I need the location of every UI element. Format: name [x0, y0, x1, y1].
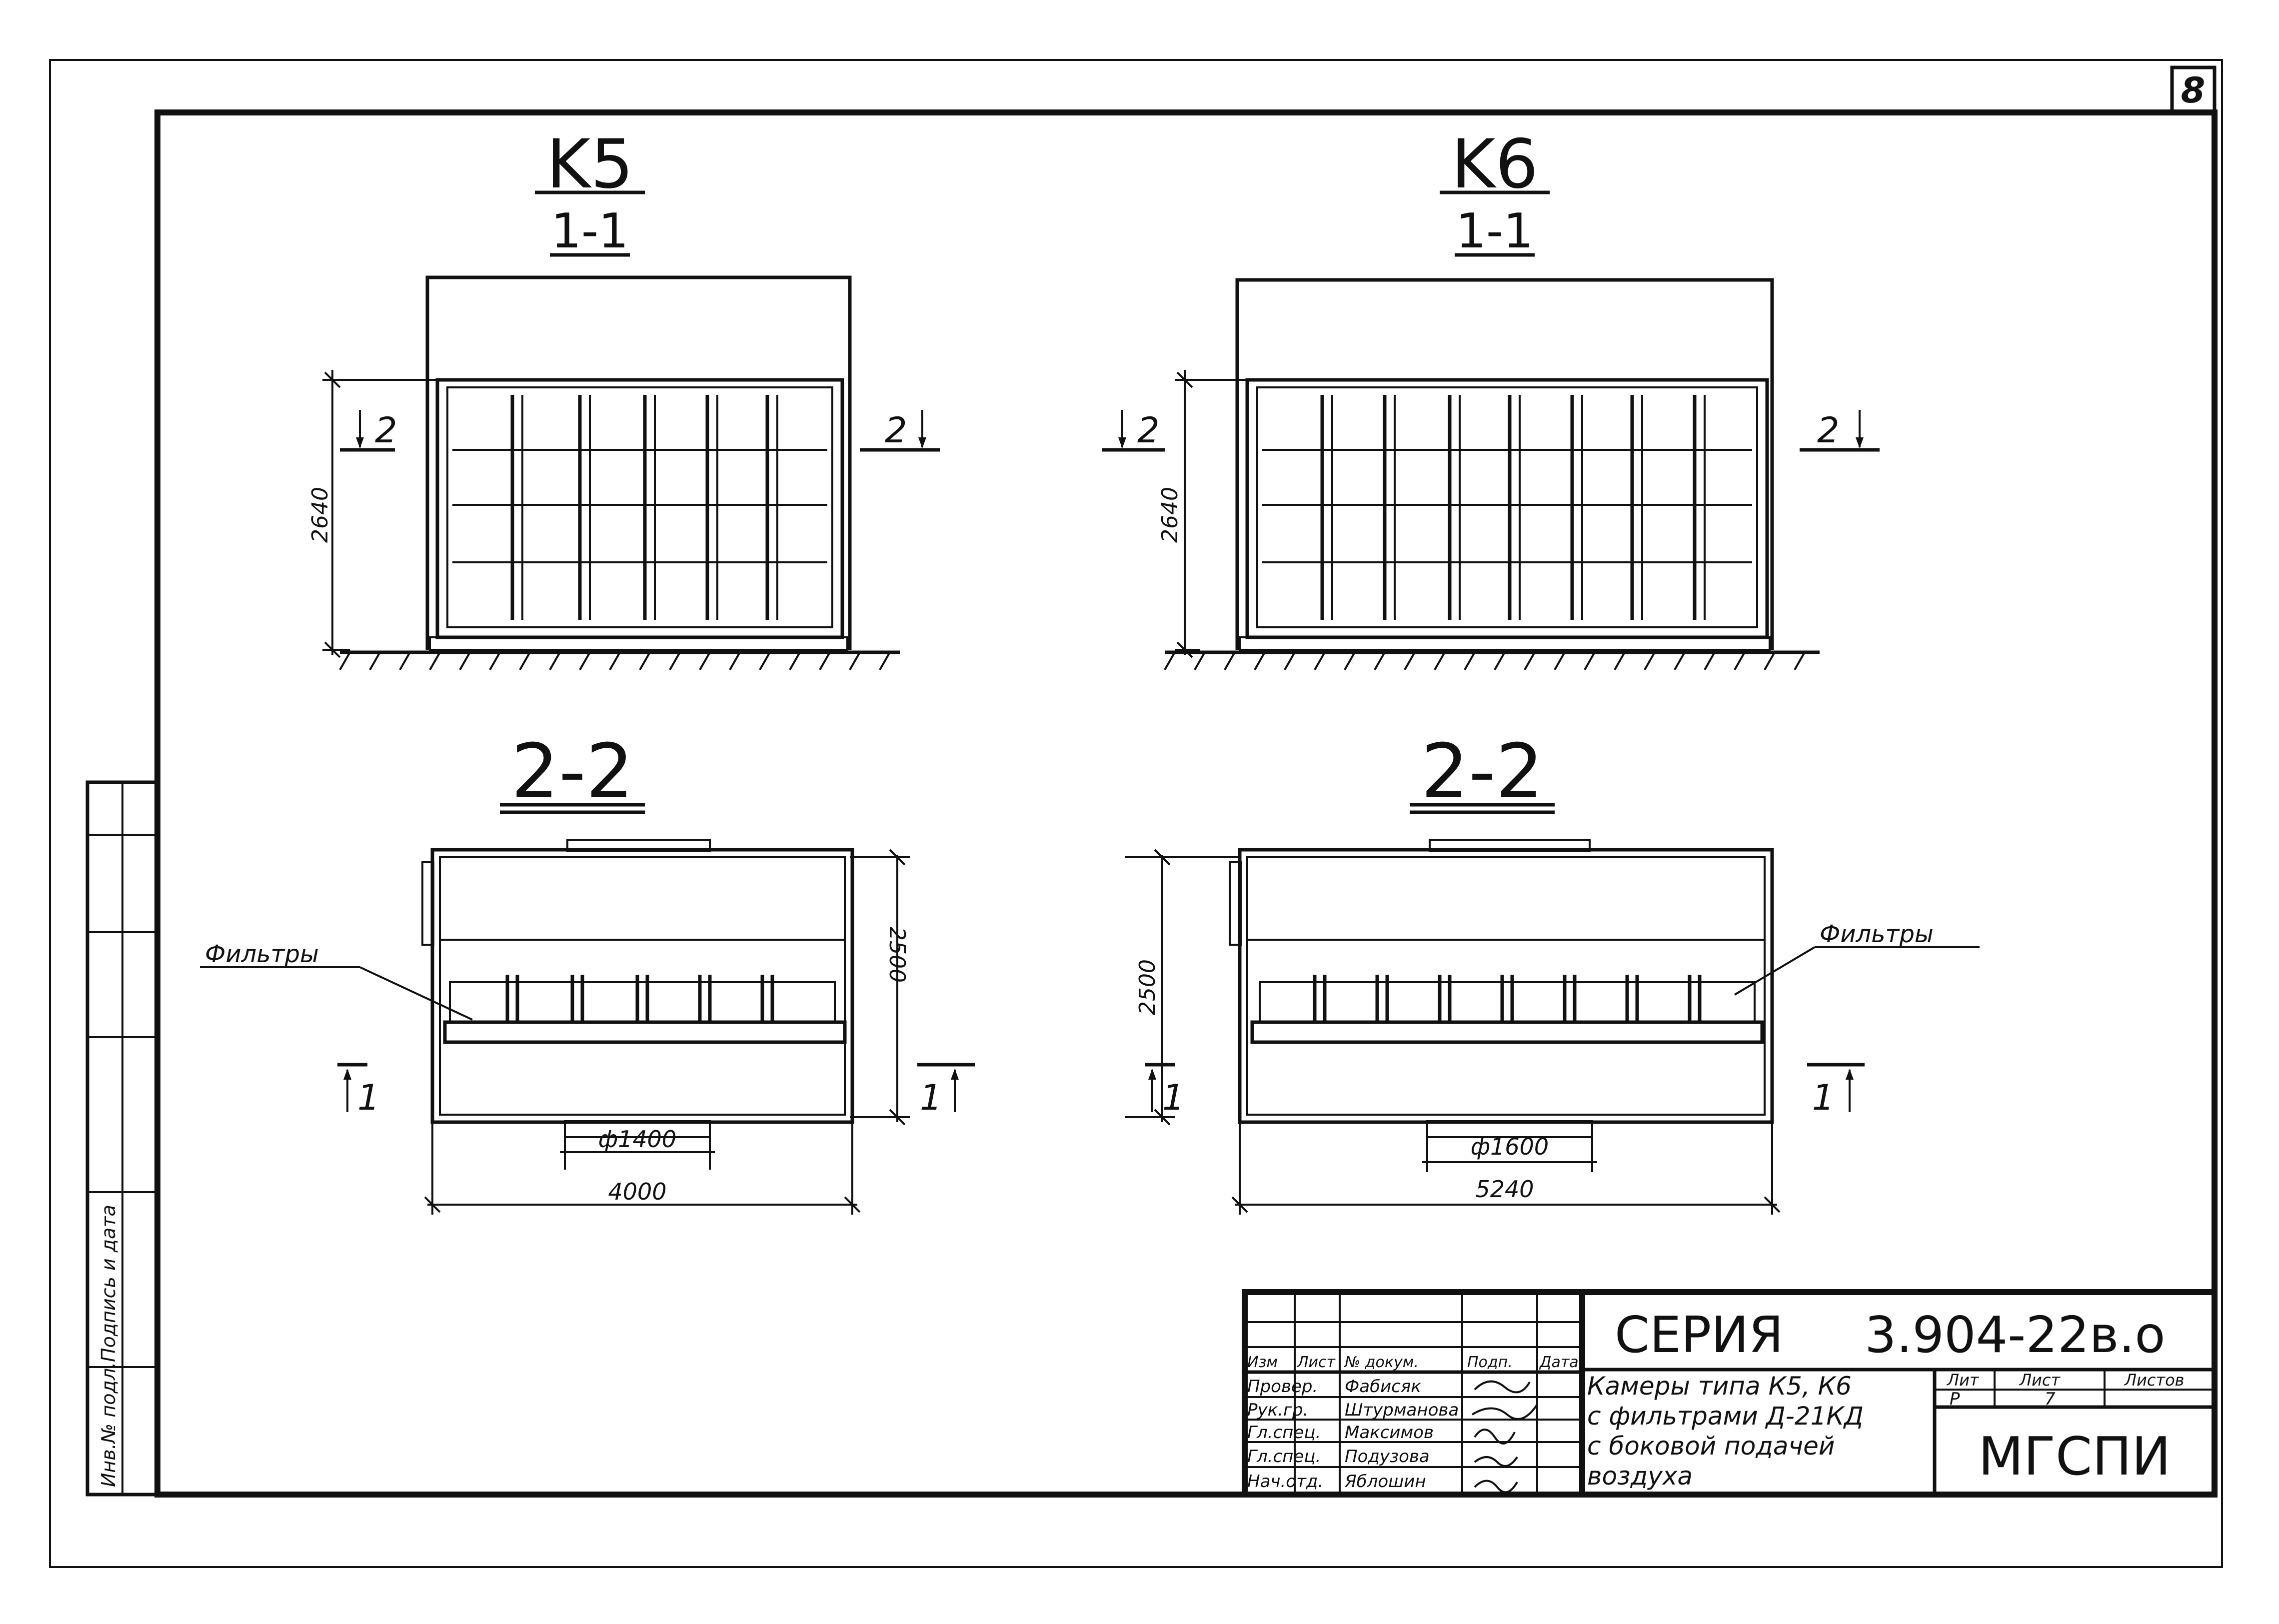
k5-elevation: K5 1-1 [307, 125, 940, 670]
k5-duct-dim: ф1400 [598, 1126, 676, 1153]
header-change: Изм [1247, 1354, 1278, 1371]
k5-plan: 2-2 Фильтры 2500 ф1400 [200, 728, 975, 1215]
k6-plan: 2-2 Фильтры 2500 ф1600 [1125, 728, 1980, 1215]
k5-title: K5 [546, 125, 633, 203]
left-strip: Инв.№ подл. Подпись и дата [85, 780, 159, 1497]
strip-signature-label: Подпись и дата [97, 1205, 119, 1362]
k6-depth-dim: 2500 [1135, 959, 1160, 1015]
k6-cut-2-right: 2 [1817, 410, 1840, 451]
k5-height-dim: 2640 [307, 487, 333, 543]
k6-plan-title: 2-2 [1421, 728, 1544, 815]
stage-header: Лит [1947, 1371, 1980, 1390]
header-sheet: Лист [1297, 1354, 1336, 1371]
sheet-header: Лист [2019, 1371, 2061, 1390]
k5-filters-label: Фильтры [205, 940, 319, 968]
sheets-header: Листов [2124, 1371, 2185, 1390]
k6-title: K6 [1451, 125, 1538, 203]
role-chief-spec-1: Гл.спец. [1247, 1423, 1321, 1443]
description-line-4: воздуха [1587, 1462, 1693, 1491]
series-label: СЕРИЯ [1615, 1306, 1784, 1364]
name-dept-head: Яблошин [1344, 1472, 1426, 1492]
k6-width-dim: 5240 [1475, 1176, 1534, 1203]
header-signature: Подп. [1467, 1354, 1513, 1371]
k6-cut-1-left: 1 [1162, 1077, 1185, 1118]
role-group-lead: Рук.гр. [1247, 1400, 1308, 1420]
k6-duct-dim: ф1600 [1471, 1133, 1549, 1160]
name-group-lead: Штурманова [1345, 1400, 1459, 1420]
role-dept-head: Нач.отд. [1247, 1472, 1323, 1492]
description-line-3: с боковой подачей [1587, 1432, 1835, 1461]
series-number: 3.904-22в.о [1865, 1306, 2166, 1364]
signature-marks [1471, 1380, 1538, 1494]
k5-depth-dim: 2500 [884, 927, 910, 983]
k6-filters-label: Фильтры [1820, 920, 1934, 948]
k5-cut-1-left: 1 [357, 1077, 380, 1118]
k6-height-dim: 2640 [1157, 487, 1183, 543]
strip-inventory-label: Инв.№ подл. [97, 1362, 119, 1487]
name-chief-spec-1: Максимов [1345, 1423, 1434, 1443]
description-line-2: с фильтрами Д-21КД [1587, 1402, 1864, 1431]
sheet-number: 8 [2181, 70, 2206, 111]
k6-elevation: K6 1-1 [1102, 125, 1880, 670]
name-chief-spec-2: Подузова [1345, 1447, 1430, 1467]
description-line-1: Камеры типа К5, К6 [1587, 1372, 1852, 1401]
k5-section-title: 1-1 [551, 204, 628, 259]
header-date: Дата [1539, 1354, 1579, 1371]
k6-cut-2-left: 2 [1137, 410, 1160, 451]
title-block: СЕРИЯ 3.904-22в.о Изм Лист № докум. Подп… [1242, 1289, 2218, 1498]
k5-cut-2-left: 2 [375, 410, 397, 451]
k5-cut-2-right: 2 [885, 410, 907, 451]
k6-cut-1-right: 1 [1812, 1077, 1835, 1118]
role-chief-spec-2: Гл.спец. [1247, 1447, 1321, 1467]
organization: МГСПИ [1978, 1426, 2171, 1487]
k6-section-title: 1-1 [1456, 204, 1533, 259]
header-document: № докум. [1344, 1354, 1419, 1371]
sheet-value: 7 [2045, 1389, 2056, 1409]
stage-value: Р [1950, 1389, 1960, 1409]
k5-plan-title: 2-2 [511, 728, 634, 815]
role-checker: Провер. [1247, 1377, 1318, 1397]
k5-cut-1-right: 1 [920, 1077, 942, 1118]
name-checker: Фабисяк [1345, 1377, 1421, 1397]
k5-width-dim: 4000 [608, 1178, 666, 1205]
